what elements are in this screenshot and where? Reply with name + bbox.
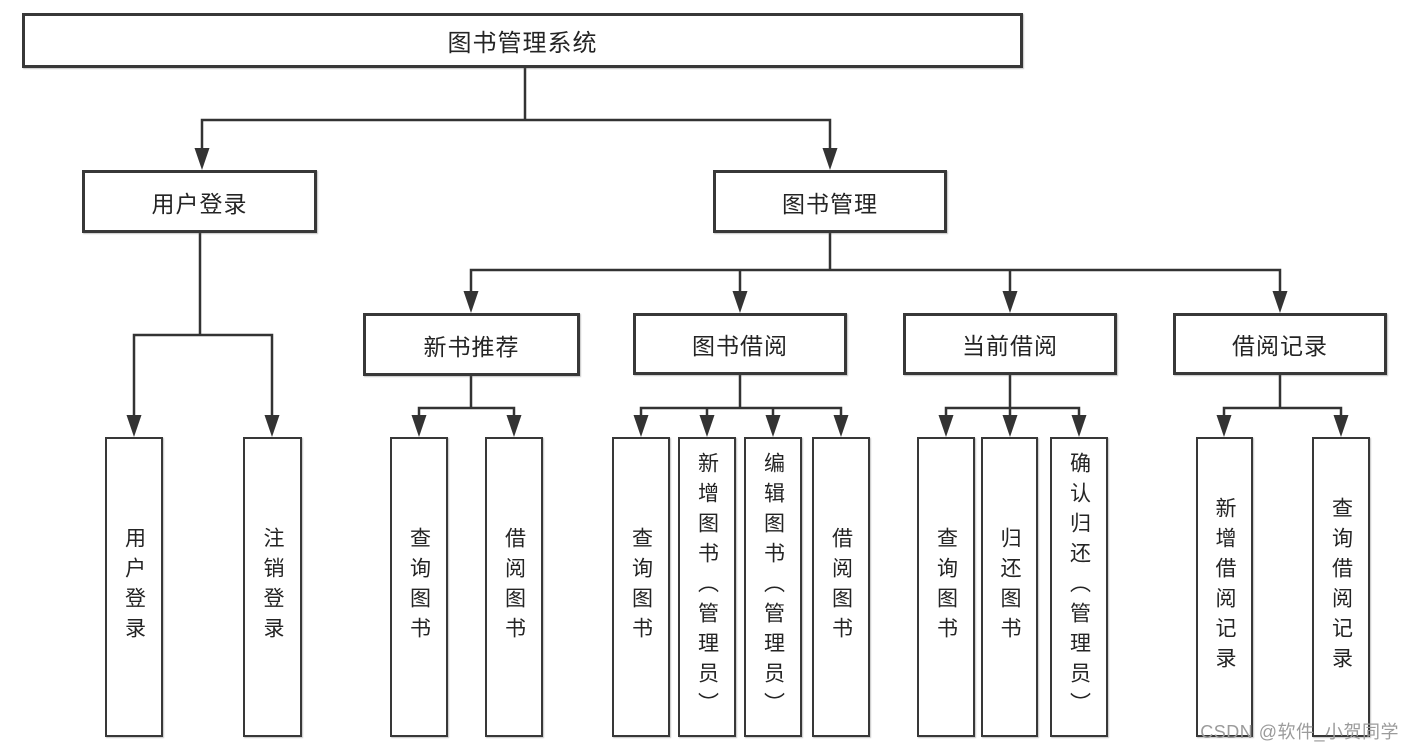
leaf-confirm-return-admin: 确认归还（管理员） — [1050, 437, 1108, 737]
arrowhead-icon — [1272, 291, 1288, 313]
leaf-label: 新增借阅记录 — [1213, 497, 1236, 677]
leaf-label: 用户登录 — [122, 527, 146, 647]
node-label: 图书借阅 — [692, 333, 788, 359]
drop-line — [738, 270, 1012, 295]
arrowhead-icon — [1333, 415, 1349, 437]
rail-line — [944, 406, 1081, 419]
arrowhead-icon — [194, 148, 210, 170]
arrowhead-icon — [264, 415, 280, 437]
arrowhead-icon — [1216, 415, 1232, 437]
node-book-management: 图书管理 — [713, 170, 947, 233]
arrowhead-icon — [126, 415, 142, 437]
leaf-label: 查询图书 — [934, 527, 958, 647]
connector-root-to-level2 — [194, 68, 838, 170]
arrowhead-icon — [1002, 291, 1018, 313]
node-label: 新书推荐 — [423, 333, 520, 360]
node-book-borrow: 图书借阅 — [633, 313, 847, 375]
rail-line — [469, 268, 1282, 295]
rail-line — [132, 333, 274, 419]
leaf-return-books: 归还图书 — [981, 437, 1038, 737]
leaf-user-login: 用户登录 — [105, 437, 163, 737]
node-library-system: 图书管理系统 — [22, 13, 1023, 68]
connector-user-login — [126, 233, 280, 437]
leaf-label: 归还图书 — [998, 527, 1021, 647]
connector-borrow-records — [1216, 375, 1349, 437]
leaf-add-borrow-record: 新增借阅记录 — [1196, 437, 1253, 737]
leaf-query-borrow-record: 查询借阅记录 — [1312, 437, 1370, 737]
rail-line — [639, 406, 843, 419]
leaf-add-book-admin: 新增图书（管理员） — [678, 437, 736, 737]
leaf-logout: 注销登录 — [243, 437, 302, 737]
node-label: 用户登录 — [151, 190, 248, 217]
node-borrow-records: 借阅记录 — [1173, 313, 1387, 375]
leaf-label: 查询图书 — [629, 527, 653, 647]
arrowhead-icon — [765, 415, 781, 437]
leaf-label: 注销登录 — [261, 527, 284, 647]
connector-current-borrow — [938, 375, 1087, 437]
node-new-book-recommend: 新书推荐 — [363, 313, 580, 376]
leaf-borrow-books: 借阅图书 — [812, 437, 870, 737]
arrowhead-icon — [938, 415, 954, 437]
arrowhead-icon — [732, 291, 748, 313]
arrowhead-icon — [822, 148, 838, 170]
node-label: 图书管理 — [782, 190, 878, 217]
leaf-query-books-current: 查询图书 — [917, 437, 975, 737]
leaf-label: 确认归还（管理员） — [1067, 452, 1091, 722]
rail-line — [417, 406, 516, 419]
rail-line — [200, 118, 832, 152]
leaf-label: 编辑图书（管理员） — [761, 452, 785, 722]
leaf-edit-book-admin: 编辑图书（管理员） — [744, 437, 802, 737]
leaf-query-books-borrow: 查询图书 — [612, 437, 670, 737]
connector-book-management — [463, 233, 1288, 313]
node-label: 图书管理系统 — [447, 30, 598, 57]
leaf-label: 查询借阅记录 — [1329, 497, 1353, 677]
arrowhead-icon — [699, 415, 715, 437]
node-label: 借阅记录 — [1232, 333, 1328, 359]
drop-line — [705, 408, 775, 419]
leaf-query-books-recommend: 查询图书 — [390, 437, 448, 737]
arrowhead-icon — [506, 415, 522, 437]
connector-new-book-recommend — [411, 376, 522, 437]
arrowhead-icon — [463, 291, 479, 313]
leaf-borrow-books-recommend: 借阅图书 — [485, 437, 543, 737]
rail-line — [1222, 406, 1343, 419]
arrowhead-icon — [833, 415, 849, 437]
leaf-label: 新增图书（管理员） — [695, 452, 719, 722]
connector-book-borrow — [633, 375, 849, 437]
arrowhead-icon — [1002, 415, 1018, 437]
arrowhead-icon — [633, 415, 649, 437]
arrowhead-icon — [411, 415, 427, 437]
leaf-label: 借阅图书 — [829, 527, 853, 647]
watermark: CSDN @软件_小贺同学 — [1200, 722, 1399, 742]
node-current-borrow: 当前借阅 — [903, 313, 1117, 375]
node-label: 当前借阅 — [962, 333, 1058, 359]
leaf-label: 借阅图书 — [502, 527, 526, 647]
arrowhead-icon — [1071, 415, 1087, 437]
node-user-login: 用户登录 — [82, 170, 317, 233]
leaf-label: 查询图书 — [407, 527, 431, 647]
